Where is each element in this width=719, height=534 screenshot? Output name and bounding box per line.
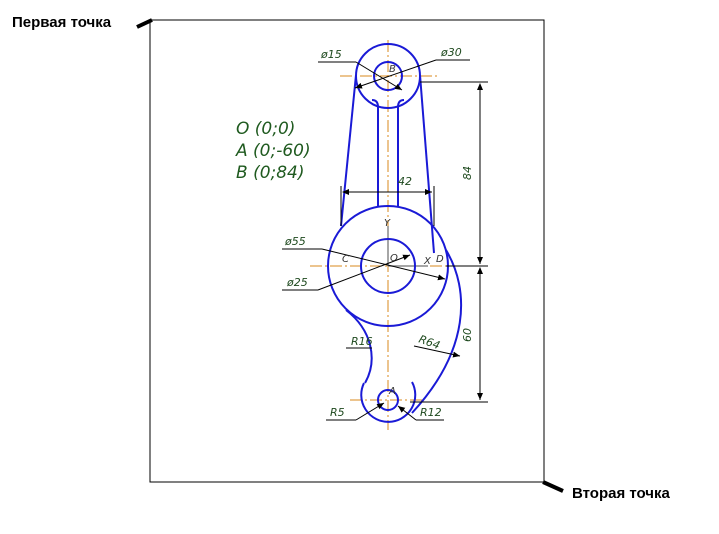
dim-d15: ø15 bbox=[320, 48, 342, 61]
dim-w42: 42 bbox=[398, 175, 412, 188]
coord-o: O (0;0) bbox=[236, 119, 295, 139]
dim-d30: ø30 bbox=[440, 46, 462, 59]
second-point-marker bbox=[542, 480, 564, 493]
dim-r12: R12 bbox=[420, 406, 442, 419]
r16-arc bbox=[345, 309, 373, 384]
coord-b: B (0;84) bbox=[236, 163, 305, 183]
center-lines bbox=[310, 40, 460, 430]
first-point-label: Первая точка bbox=[12, 14, 112, 31]
dimension-lines bbox=[282, 59, 488, 421]
dim-d25: ø25 bbox=[286, 276, 308, 289]
second-point-label: Вторая точка bbox=[572, 485, 670, 502]
center-hole bbox=[360, 238, 416, 294]
point-d: D bbox=[436, 254, 444, 265]
dim-r5: R5 bbox=[330, 406, 345, 419]
axes bbox=[387, 226, 428, 267]
axis-y-label: Y bbox=[384, 218, 391, 229]
dim-r64: R64 bbox=[417, 333, 442, 353]
bottom-boss-outer bbox=[360, 381, 417, 423]
point-o: O bbox=[390, 253, 398, 264]
first-point-marker bbox=[136, 18, 153, 29]
point-c: C bbox=[342, 254, 349, 265]
r64-arc bbox=[411, 249, 462, 414]
dim-r16: R16 bbox=[351, 335, 373, 348]
bottom-hole bbox=[377, 389, 399, 411]
dim-d55: ø55 bbox=[284, 235, 306, 248]
sheet-frame bbox=[149, 19, 545, 483]
part-contour bbox=[327, 43, 462, 423]
point-a: A bbox=[388, 386, 396, 397]
coord-a: A (0;-60) bbox=[235, 141, 311, 161]
top-hole bbox=[373, 61, 403, 91]
axis-x-label: X bbox=[423, 256, 432, 267]
point-b: B bbox=[389, 64, 396, 75]
dim-h60: 60 bbox=[461, 328, 474, 342]
dim-h84: 84 bbox=[461, 166, 474, 180]
